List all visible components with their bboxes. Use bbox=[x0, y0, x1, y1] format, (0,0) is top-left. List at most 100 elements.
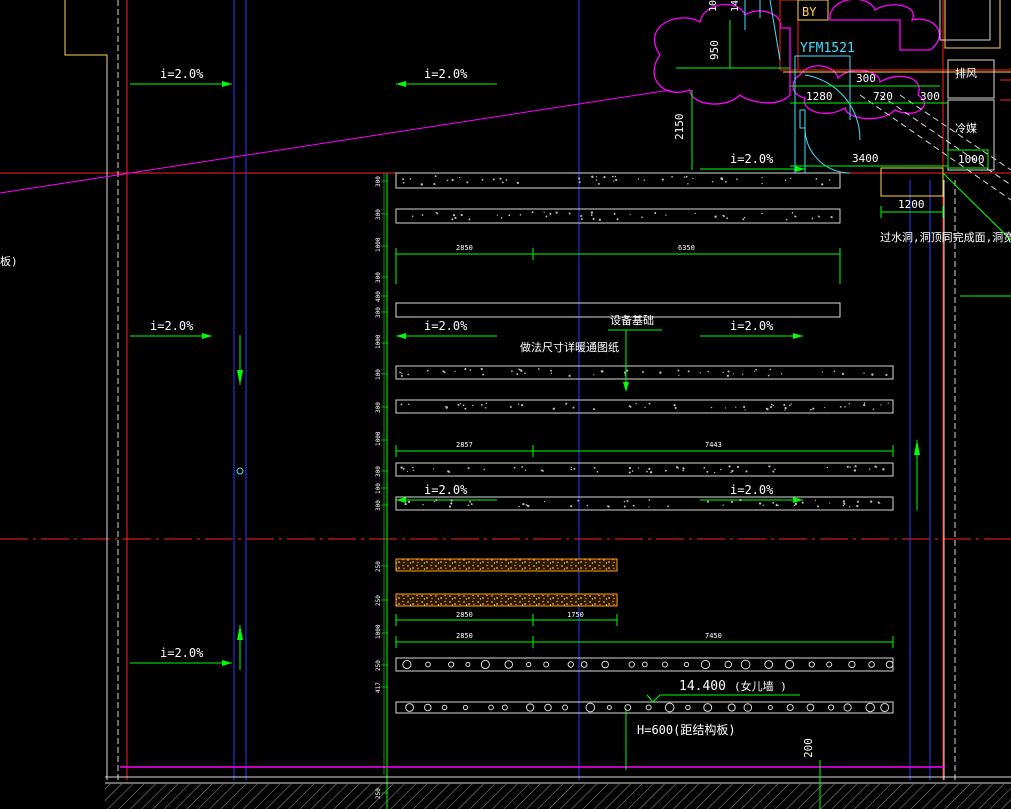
slope-labels: i=2.0% i=2.0% i=2.0% i=2.0% i=2.0% i=2.0… bbox=[130, 67, 805, 666]
texture-speck bbox=[673, 403, 676, 407]
block-hole bbox=[703, 703, 713, 712]
texture-speck bbox=[711, 180, 714, 183]
texture-speck bbox=[480, 367, 483, 371]
texture-speck bbox=[481, 178, 484, 181]
texture-speck bbox=[577, 499, 580, 502]
texture-speck bbox=[685, 175, 688, 178]
texture-speck bbox=[710, 406, 713, 409]
slab[interactable] bbox=[395, 172, 841, 189]
texture-speck bbox=[887, 402, 889, 404]
texture-speck bbox=[628, 471, 631, 474]
block-hole bbox=[543, 661, 550, 668]
texture-speck bbox=[570, 468, 572, 471]
texture-speck bbox=[597, 182, 600, 185]
texture-speck bbox=[706, 500, 709, 503]
texture-speck bbox=[661, 178, 664, 181]
block-hole bbox=[743, 703, 753, 712]
dim-text: 300 bbox=[920, 90, 940, 103]
texture-speck bbox=[466, 181, 469, 184]
texture-speck bbox=[815, 178, 818, 180]
texture-speck bbox=[549, 212, 552, 215]
texture-speck bbox=[613, 212, 616, 215]
block-hole bbox=[786, 703, 794, 712]
gravel-layer[interactable] bbox=[395, 593, 618, 607]
wall-arrows bbox=[237, 335, 920, 670]
texture-speck bbox=[518, 505, 520, 508]
texture-speck bbox=[761, 212, 763, 215]
texture-speck bbox=[818, 216, 821, 218]
texture-speck bbox=[703, 466, 706, 469]
dim-text: 1200 bbox=[898, 198, 925, 211]
texture-speck bbox=[519, 214, 522, 216]
block-slab[interactable] bbox=[395, 657, 894, 672]
block-hole bbox=[526, 661, 532, 668]
block-hole bbox=[488, 704, 494, 711]
texture-speck bbox=[601, 370, 604, 373]
texture-speck bbox=[665, 214, 667, 216]
texture-speck bbox=[451, 218, 454, 221]
slab[interactable] bbox=[395, 399, 894, 414]
texture-speck bbox=[628, 466, 632, 470]
texture-speck bbox=[682, 467, 685, 470]
block-hole bbox=[764, 660, 774, 669]
slope-text: i=2.0% bbox=[730, 319, 774, 333]
texture-speck bbox=[531, 211, 534, 214]
texture-speck bbox=[872, 408, 875, 410]
block-hole bbox=[501, 704, 508, 711]
texture-speck bbox=[869, 500, 873, 503]
block-hole bbox=[826, 661, 833, 668]
texture-speck bbox=[452, 214, 456, 217]
texture-speck bbox=[677, 467, 680, 469]
tick-label: 250 bbox=[375, 660, 382, 671]
texture-speck bbox=[508, 214, 511, 217]
texture-speck bbox=[767, 374, 770, 377]
texture-speck bbox=[755, 368, 757, 371]
texture-speck bbox=[411, 215, 414, 218]
block-hole bbox=[664, 702, 675, 713]
texture-speck bbox=[570, 466, 573, 469]
slab-texture bbox=[399, 175, 894, 713]
texture-speck bbox=[521, 466, 524, 468]
block-hole bbox=[727, 703, 736, 712]
slab-group-3: 2850 1750 bbox=[395, 558, 618, 626]
texture-speck bbox=[744, 409, 746, 411]
texture-speck bbox=[846, 465, 849, 468]
texture-speck bbox=[742, 373, 744, 376]
slab[interactable] bbox=[395, 496, 894, 511]
block-hole bbox=[480, 659, 490, 670]
texture-speck bbox=[550, 372, 553, 374]
gravel-layer[interactable] bbox=[395, 558, 618, 572]
left-dimension-column: 3003001000300400300100010030010003001003… bbox=[375, 173, 388, 799]
texture-speck bbox=[496, 214, 498, 216]
texture-speck bbox=[462, 404, 465, 407]
texture-speck bbox=[641, 216, 643, 219]
slope-text: i=2.0% bbox=[150, 319, 194, 333]
block-hole bbox=[808, 661, 815, 668]
texture-speck bbox=[520, 404, 524, 407]
texture-speck bbox=[821, 371, 824, 373]
slab[interactable] bbox=[395, 208, 841, 224]
texture-speck bbox=[635, 402, 637, 405]
texture-speck bbox=[824, 406, 826, 409]
slope-text: i=2.0% bbox=[160, 646, 204, 660]
texture-speck bbox=[768, 465, 771, 468]
slope-text: i=2.0% bbox=[160, 67, 204, 81]
texture-speck bbox=[520, 369, 523, 372]
block-hole bbox=[544, 703, 552, 712]
texture-speck bbox=[420, 183, 424, 186]
texture-speck bbox=[839, 405, 842, 408]
block-hole bbox=[402, 659, 412, 670]
texture-speck bbox=[848, 402, 851, 405]
block-slab[interactable] bbox=[395, 701, 894, 714]
texture-speck bbox=[457, 404, 460, 407]
slab[interactable] bbox=[395, 462, 894, 477]
slab[interactable] bbox=[395, 302, 841, 318]
texture-speck bbox=[674, 406, 677, 409]
parapet-label: (女儿墙 ) bbox=[734, 679, 787, 693]
block-hole bbox=[462, 704, 469, 711]
texture-speck bbox=[863, 372, 865, 374]
texture-speck bbox=[459, 403, 462, 405]
texture-speck bbox=[450, 502, 453, 505]
slab[interactable] bbox=[395, 365, 894, 380]
